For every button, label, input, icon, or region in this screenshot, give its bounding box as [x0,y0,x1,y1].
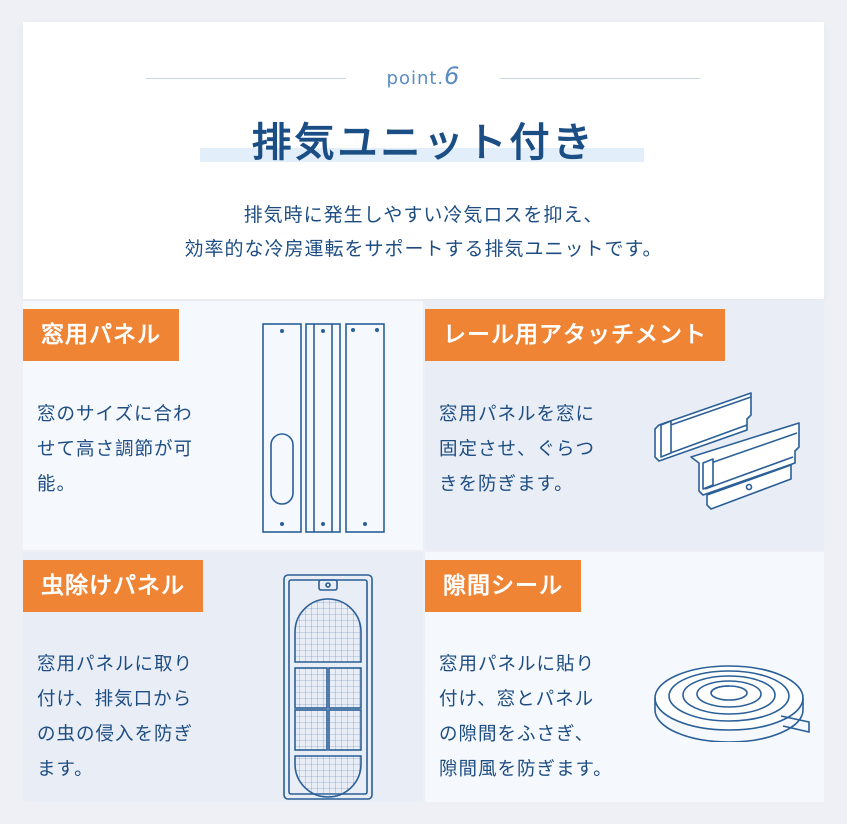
feature-description-line: 固定させ、ぐらつ [439,439,596,460]
feature-description-line: 隙間風を防ぎます。 [439,759,613,780]
feature-description: 窓のサイズに合わ せて高さ調節が可 能。 [37,397,193,502]
point-prefix: point. [386,68,445,89]
description-line: 排気時に発生しやすい冷気ロスを抑え、 [243,204,604,226]
feature-description-line: の虫の侵入を防ぎ [37,724,194,745]
feature-tag: 窓用パネル [23,309,179,361]
feature-insect-screen-panel: 虫除けパネル 窓用パネルに取り 付け、排気口から の虫の侵入を防ぎ ます。 [23,552,423,802]
feature-description-line: 窓用パネルを窓に [439,404,596,425]
point-number: 6 [444,62,461,90]
point-label: point.6 [0,62,847,90]
feature-description-line: せて高さ調節が可 [37,439,194,460]
feature-description-line: 窓のサイズに合わ [37,404,193,425]
feature-description-line: 窓用パネルに取り [37,654,194,675]
header-description: 排気時に発生しやすい冷気ロスを抑え、 効率的な冷房運転をサポートする排気ユニット… [0,198,847,266]
feature-window-panel: 窓用パネル 窓のサイズに合わ せて高さ調節が可 能。 [23,301,423,550]
feature-description-line: の隙間をふさぎ、 [439,724,595,745]
feature-description-line: 付け、排気口から [37,689,193,710]
feature-description: 窓用パネルを窓に 固定させ、ぐらつ きを防ぎます。 [439,397,595,502]
feature-description-line: 窓用パネルに貼り [439,654,596,675]
feature-description-line: きを防ぎます。 [439,474,574,495]
feature-description-line: ます。 [37,759,94,780]
rail-attachment-icon [654,392,800,510]
window-panel-icon [262,323,385,533]
title-highlight [200,148,644,162]
description-line: 効率的な冷房運転をサポートする排気ユニットです。 [184,238,663,260]
feature-gap-seal: 隙間シール 窓用パネルに貼り 付け、窓とパネル の隙間をふさぎ、 隙間風を防ぎま… [425,552,824,802]
feature-tag: レール用アタッチメント [425,309,725,361]
feature-description-line: 付け、窓とパネル [439,689,595,710]
page-title: 排気ユニット付き [251,120,596,166]
feature-description-line: 能。 [37,474,77,495]
feature-tag: 虫除けパネル [23,560,203,612]
feature-rail-attachment: レール用アタッチメント 窓用パネルを窓に 固定させ、ぐらつ きを防ぎます。 [425,301,824,550]
feature-tag: 隙間シール [425,560,581,612]
insect-screen-panel-icon [283,574,373,800]
feature-description: 窓用パネルに貼り 付け、窓とパネル の隙間をふさぎ、 隙間風を防ぎます。 [439,647,613,787]
divider-left [146,78,346,79]
gap-seal-roll-icon [654,665,810,742]
divider-right [500,78,700,79]
feature-description: 窓用パネルに取り 付け、排気口から の虫の侵入を防ぎ ます。 [37,647,193,787]
